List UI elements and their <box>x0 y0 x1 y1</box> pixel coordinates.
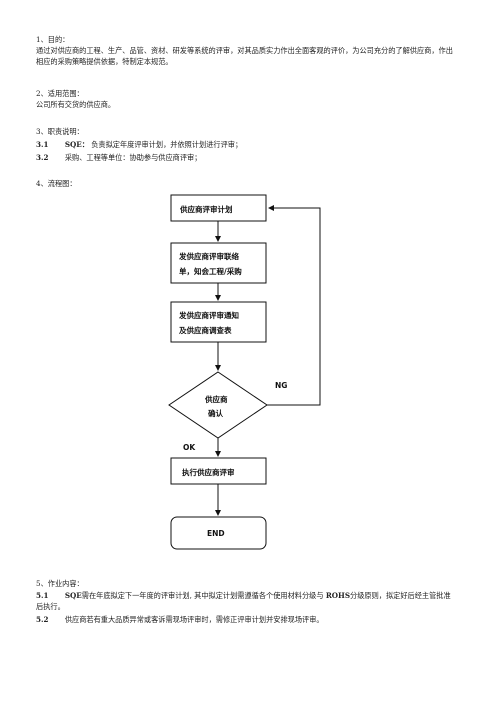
duty-role: SQE： <box>64 140 89 149</box>
flow-step-notice-label-1: 发供应商评审通知 <box>178 310 239 320</box>
flow-step-contact <box>170 242 267 284</box>
flow-ng-loop <box>267 205 321 406</box>
flow-ng-label: NG <box>275 381 287 390</box>
flow-step-contact-label-2: 单，知会工程/采购 <box>179 266 242 276</box>
duty-text: 负责拟定年度评审计划，并依照计划进行评审； <box>91 140 243 149</box>
flow-decision-label-2: 确认 <box>208 408 223 418</box>
duty-text: 采购、工程等单位：协助参与供应商评审； <box>64 153 202 162</box>
content-text: 需在年底拟定下一年度的评审计划, 其中拟定计划需遵循各个使用材料分级与 <box>81 591 324 600</box>
purpose-heading: 1、目的： <box>36 35 70 44</box>
content-item: 5.2 供应商若有重大品质异常或客诉需现场评审时，需修正评审计划并安排现场评审。 <box>36 614 324 625</box>
flow-decision-confirm <box>168 371 268 439</box>
content-item: 5.1 SQE需在年底拟定下一年度的评审计划, 其中拟定计划需遵循各个使用材料分… <box>36 590 456 612</box>
flow-step-execute-label: 执行供应商评审 <box>182 467 235 477</box>
content-rohs: ROHS <box>325 591 351 600</box>
duty-number: 3.2 <box>36 153 49 162</box>
purpose-body: 通过对供应商的工程、生产、品管、资材、研发等系统的评审，对其品质实力作出全面客观… <box>36 46 453 66</box>
flow-end <box>170 516 267 550</box>
scope-heading: 2、适用范围： <box>36 89 84 98</box>
flow-step-notice <box>170 301 267 343</box>
flow-step-contact-label-1: 发供应商评审联络 <box>178 251 239 261</box>
content-heading: 5、作业内容： <box>36 579 84 588</box>
flowchart: 供应商评审计划 发供应商评审联络 单，知会工程/采购 发供应商评审通知 及供应商… <box>168 194 321 550</box>
flow-decision-label-1: 供应商 <box>204 394 228 404</box>
duties-heading: 3、职责说明： <box>36 127 84 136</box>
scope-body: 公司所有交货的供应商。 <box>36 100 116 109</box>
flow-step-notice-label-2: 及供应商调查表 <box>179 325 232 335</box>
flow-step-plan <box>170 194 267 222</box>
flow-step-plan-label: 供应商评审计划 <box>179 204 233 214</box>
duty-item: 3.2 采购、工程等单位：协助参与供应商评审； <box>36 152 201 163</box>
flow-end-label: END <box>207 529 225 538</box>
flow-ok-label: OK <box>183 443 196 452</box>
content-text: 供应商若有重大品质异常或客诉需现场评审时，需修正评审计划并安排现场评审。 <box>64 615 324 624</box>
duty-number: 3.1 <box>36 140 49 149</box>
flow-heading: 4、流程图： <box>36 179 77 188</box>
content-number: 5.2 <box>36 615 49 624</box>
content-role: SQE <box>64 591 82 600</box>
content-text-2: 分级原则，拟定好后经主管批准后执行。 <box>36 591 451 611</box>
content-number: 5.1 <box>36 591 49 600</box>
duty-item: 3.1 SQE： 负责拟定年度评审计划，并依照计划进行评审； <box>36 139 242 150</box>
